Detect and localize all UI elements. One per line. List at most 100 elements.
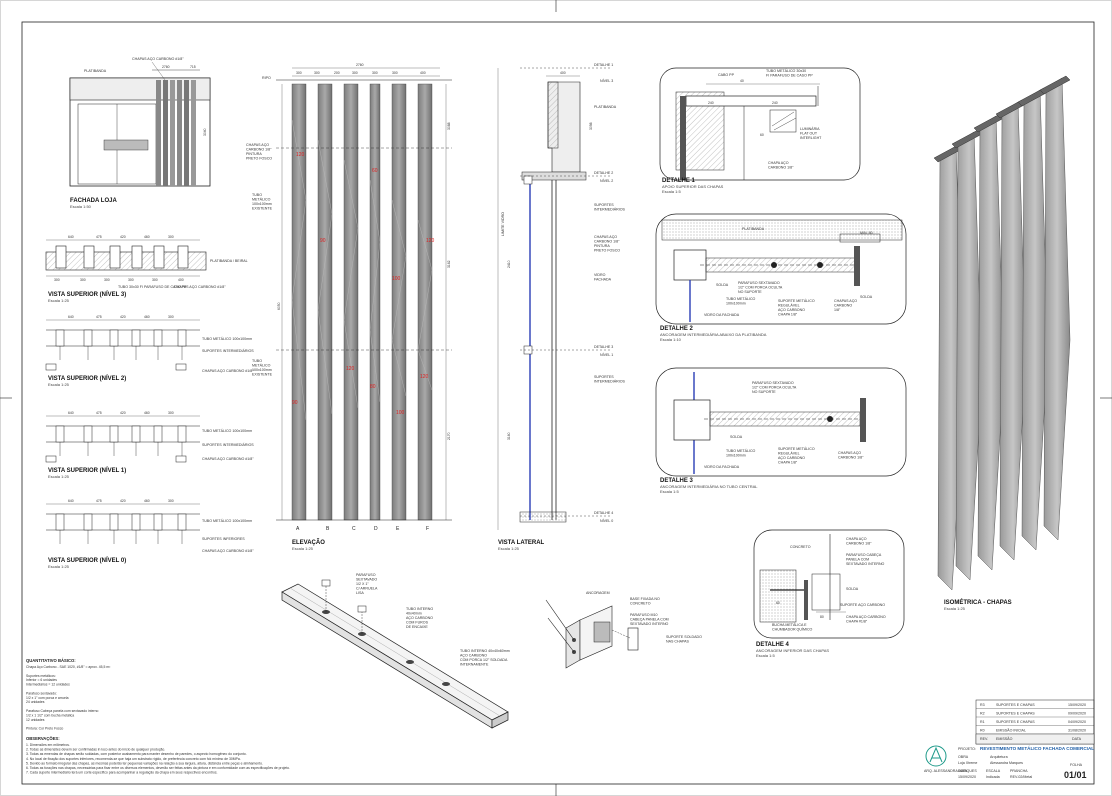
plate-fold-line <box>291 119 307 421</box>
tb-folha-label: FOLHA <box>1070 763 1083 767</box>
n0-label-suporte: SUPORTES INFERIORES <box>202 537 245 541</box>
elev-red-2: 60 <box>372 168 378 174</box>
elev-title: ELEVAÇÃO <box>292 539 325 546</box>
isometric-plate <box>1043 77 1071 541</box>
plate-fold-line <box>417 219 433 391</box>
revision-date: 04/09/2020 <box>1068 720 1086 724</box>
d1-label-cabo: CABO PP <box>718 73 735 77</box>
plan-post <box>109 329 119 347</box>
elev-col-c: C <box>352 526 356 532</box>
elevacao-view: RIPO 2760 300 300 200 300 300 300 400 A … <box>246 63 452 551</box>
n3-dim-bottom-4: 300 <box>128 278 134 282</box>
company-logo: ARQ. ALESSANDRA MARQUES <box>924 745 977 773</box>
observacao-line: 3. Todas as emendas de chapas serão sold… <box>26 752 247 756</box>
d1-dim-3: 240 <box>772 101 778 105</box>
plan-post <box>153 425 163 443</box>
fachada-title: FACHADA LOJA <box>70 198 117 204</box>
plan-post <box>131 513 141 531</box>
n0-dim-5: 300 <box>168 499 174 503</box>
n3-label-chapa: CHAPAS AÇO CARBONO #1/8" <box>174 285 226 289</box>
d1-dim-2: 240 <box>708 101 714 105</box>
tb-data-label: DATA <box>958 769 968 773</box>
elev-height-dim-4: 2170 <box>447 432 451 440</box>
rev-header-rev: REV. <box>980 737 988 741</box>
plan-post <box>153 329 163 347</box>
d2-title: DETALHE 2 <box>660 326 694 332</box>
n1-scale: Escala 1:25 <box>48 474 70 479</box>
lat-label-limite: LIMITE VIDRO <box>501 212 505 236</box>
n3-dim-top-2: 475 <box>96 235 102 239</box>
n3-dim-bottom-1: 300 <box>54 278 60 282</box>
n2-title: VISTA SUPERIOR (NÍVEL 2) <box>48 374 126 382</box>
revision-description: EMISSÃO INICIAL <box>996 728 1026 733</box>
n3-scale: Escala 1:25 <box>48 298 70 303</box>
n0-label-tubo: TUBO METÁLICO 100x100mm <box>202 519 252 523</box>
elev-dim-total: 2760 <box>356 63 364 67</box>
notes-observacoes-title: OBSERVAÇÕES: <box>26 736 60 741</box>
lateral-detail-ref: DETALHE 1 <box>594 63 613 67</box>
fachada-loja-view: 2760 715 3040 CHAPAS AÇO CARBONO #1/8" P… <box>69 57 211 209</box>
elev-scale: Escala 1:25 <box>292 546 314 551</box>
lat-dim-top: 400 <box>560 71 566 75</box>
notes-block: QUANTITATIVO BÁSICO: Chapa Aço Carbono -… <box>26 658 290 775</box>
plan-post <box>177 329 187 347</box>
d2-label-solda-2: SOLDA <box>860 295 873 299</box>
n2-label-suporte: SUPORTES INTERMEDIÁRIOS <box>202 349 254 353</box>
quantitativo-line: Parafuso sextavado: <box>26 691 57 695</box>
isometrica-chapas-view: ISOMÉTRICA - CHAPAS Escala 1:25 <box>933 75 1071 611</box>
n2-dim-3: 420 <box>120 315 126 319</box>
n3-dim-bottom-5: 300 <box>152 278 158 282</box>
quantitativo-line: Parafuso Cabeça panela com sextavado int… <box>26 709 98 713</box>
elev-dim-3: 200 <box>334 71 340 75</box>
fachada-dim-height: 3040 <box>203 128 207 136</box>
n1-dim-3: 420 <box>120 411 126 415</box>
lat-label-platibanda: PLATIBANDA <box>594 105 617 109</box>
n3-label-tubo: TUBO 30x30 FI PARAFUSO DE CASO PP <box>118 285 187 289</box>
fachada-dim-top: 2760 <box>162 65 170 69</box>
notes-quantitativo-title: QUANTITATIVO BÁSICO: <box>26 658 76 663</box>
elev-red-4: 120 <box>426 238 435 244</box>
quantitativo-line: Suportes metálicos: <box>26 674 56 678</box>
lateral-level-ref: NÍVEL 3 <box>600 79 613 83</box>
fachada-label-platibanda: PLATIBANDA <box>84 69 107 73</box>
revision-description: SUPORTES E CHAPAS <box>996 720 1035 724</box>
d4-dim-2: 80 <box>820 615 824 619</box>
d4-label-solda: SOLDA <box>846 587 859 591</box>
lat-dim-2: 2410 <box>507 260 511 268</box>
revision-number: R0 <box>980 729 985 733</box>
d4-dim-1: 60 <box>776 601 780 605</box>
n3-title: VISTA SUPERIOR (NÍVEL 3) <box>48 290 126 298</box>
plan-post <box>109 425 119 443</box>
d1-scale: Escala 1:5 <box>662 189 681 194</box>
elev-label-ripo: RIPO <box>262 76 271 80</box>
elev-dim-5: 300 <box>372 71 378 75</box>
tb-data: 15/09/2020 <box>958 775 976 779</box>
n3-dim-top-4: 460 <box>144 235 150 239</box>
observacao-line: 5. Devido ao formato irregular das chapa… <box>26 761 263 765</box>
elevation-plate <box>317 83 333 521</box>
d3-subtitle: ANCORAGEM INTERMEDIÁRIA NO TUBO CENTRAL <box>660 484 758 489</box>
tb-obra: Loja Xtreme <box>958 761 977 765</box>
elevation-plate <box>417 83 433 521</box>
elev-height-dim: 6050 <box>277 302 281 310</box>
revision-description: SUPORTES E CHAPAS <box>996 712 1035 716</box>
n0-label-chapa: CHAPAS AÇO CARBONO #1/8" <box>202 549 254 553</box>
d3-label-solda: SOLDA <box>730 435 743 439</box>
n1-title: VISTA SUPERIOR (NÍVEL 1) <box>48 466 126 474</box>
quantitativo-line: Pintura: Cor Preto Fosco <box>26 727 63 731</box>
plate-fold-line <box>343 159 359 409</box>
n0-dim-2: 475 <box>96 499 102 503</box>
n0-dim-3: 420 <box>120 499 126 503</box>
plan-post <box>83 513 93 531</box>
plan-post <box>131 425 141 443</box>
quantitativo-line: 1/2 x 1" com porca e arruela <box>26 696 69 700</box>
